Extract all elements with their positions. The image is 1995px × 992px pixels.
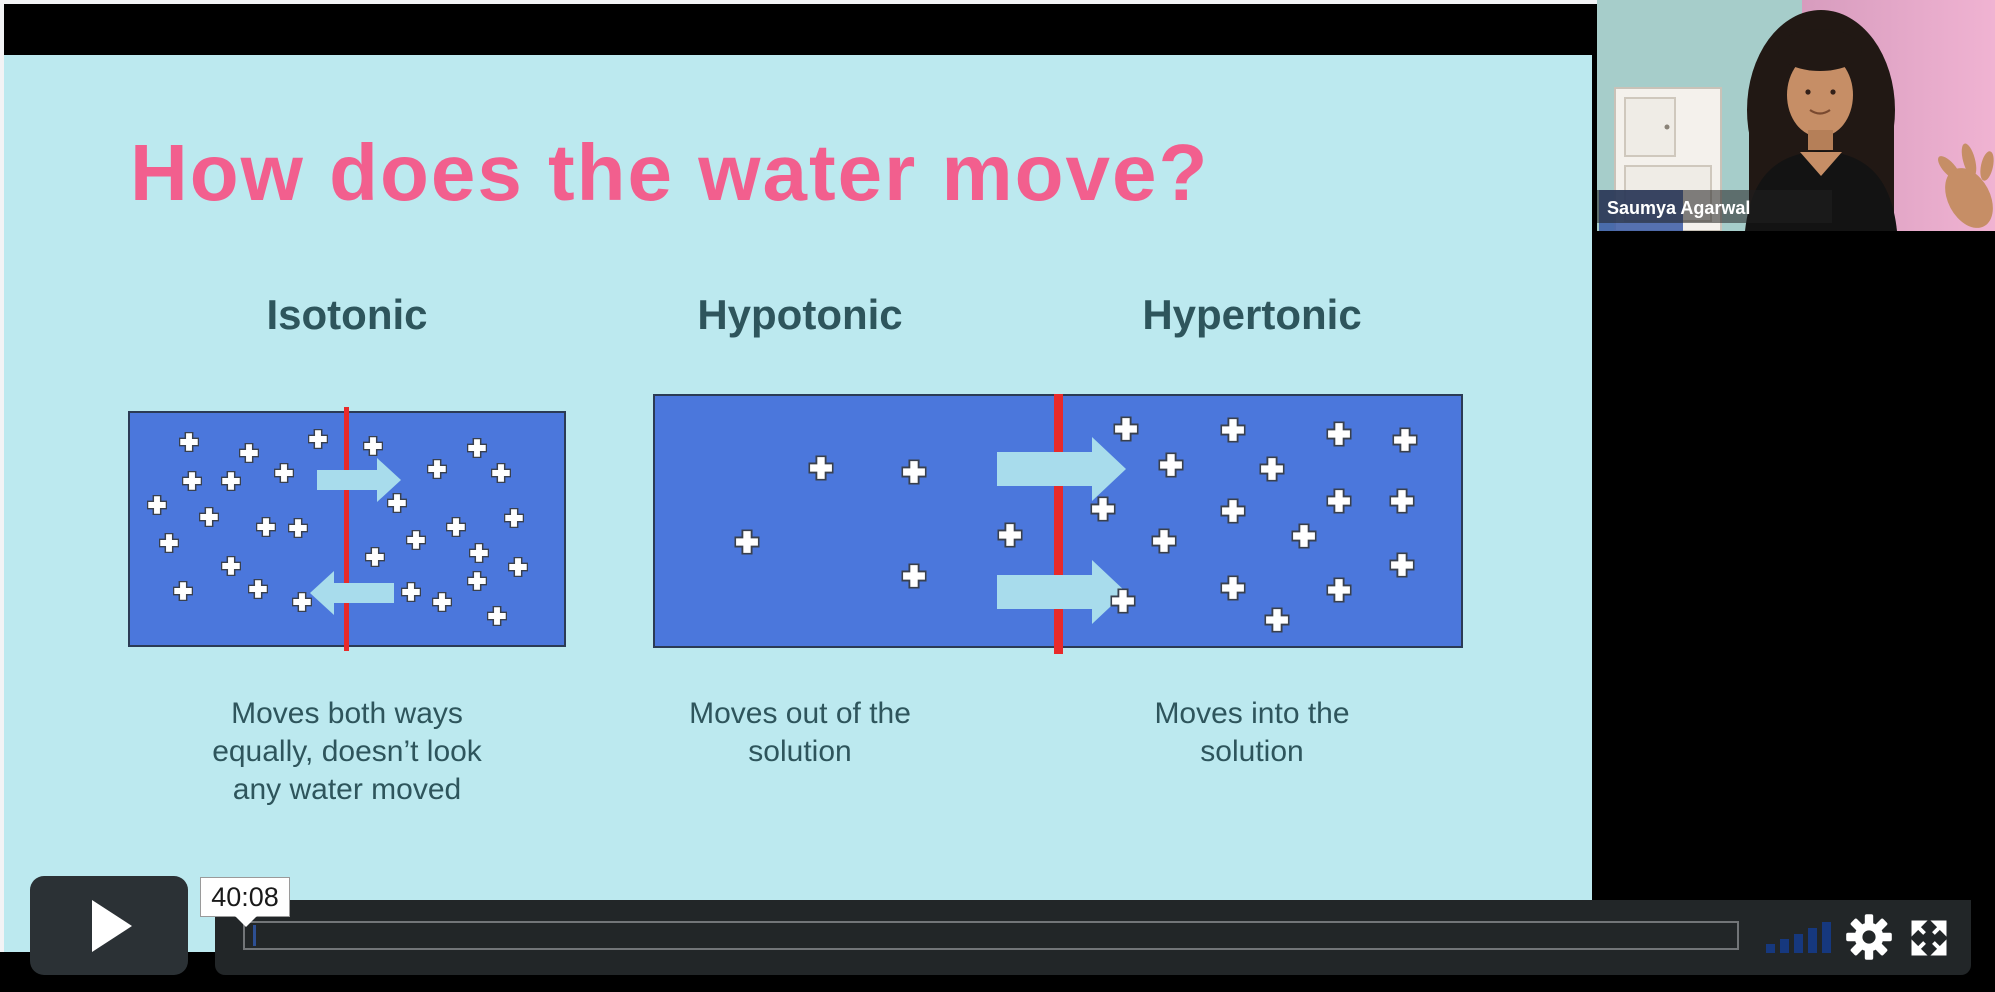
solute-particle [1090, 496, 1116, 523]
frame-border-top [0, 0, 1597, 4]
time-tooltip: 40:08 [200, 877, 290, 927]
volume-button[interactable] [1766, 921, 1831, 953]
solute-particle [387, 493, 408, 514]
column-heading-hypertonic: Hypertonic [1142, 291, 1362, 338]
solute-particle [468, 542, 490, 563]
solute-particle [1291, 522, 1317, 549]
solute-particle [900, 563, 927, 589]
water-flow-arrow [334, 583, 394, 603]
frame-border-left [0, 0, 4, 952]
water-flow-arrowhead [310, 571, 334, 615]
solute-particle [181, 470, 202, 491]
time-tooltip-label: 40:08 [211, 881, 279, 912]
solute-particle [734, 528, 760, 555]
solute-particle [1150, 527, 1177, 554]
solute-particle [1220, 575, 1246, 601]
solute-particle [490, 462, 511, 484]
fullscreen-button[interactable] [1909, 918, 1949, 958]
solute-particle [1158, 452, 1184, 478]
caption-isotonic: Moves both ways equally, doesn’t look an… [212, 697, 482, 806]
solute-particle [1389, 552, 1415, 579]
solute-particle [1389, 488, 1415, 515]
caption-hypotonic: Moves out of the solution [689, 697, 911, 768]
volume-bar [1780, 939, 1789, 953]
diagram-isotonic [128, 407, 566, 651]
slide-canvas: How does the water move? Isotonic Hypoto… [4, 55, 1592, 952]
play-icon [92, 899, 132, 952]
solute-particle [466, 570, 487, 592]
name-badge: Saumya Agarwal [1597, 190, 1832, 223]
water-flow-arrowhead [1092, 437, 1126, 501]
column-heading-hypotonic: Hypotonic [697, 291, 903, 338]
solute-particle [486, 605, 507, 626]
solute-particle [220, 556, 242, 577]
solute-particle [900, 458, 927, 485]
volume-bar [1766, 944, 1775, 953]
solute-particle [364, 546, 385, 567]
solute-particle [1326, 577, 1353, 603]
control-bar [215, 900, 1971, 975]
solute-particle [997, 521, 1024, 548]
solute-particle [445, 516, 467, 538]
solute-particle [503, 507, 524, 529]
fullscreen-icon [1911, 920, 1947, 956]
play-button[interactable] [30, 876, 188, 975]
solute-particle [292, 591, 313, 613]
volume-bar [1794, 934, 1803, 953]
slide-title: How does the water move? [130, 128, 1210, 217]
gear-icon [1846, 914, 1892, 960]
solute-particle [247, 578, 269, 600]
playhead[interactable] [253, 925, 256, 946]
solute-particle [508, 557, 529, 578]
solute-particle [1258, 455, 1285, 482]
water-flow-arrow [317, 470, 377, 490]
column-heading-isotonic: Isotonic [266, 291, 428, 338]
solute-particle [1220, 416, 1246, 443]
solute-particle [1220, 498, 1246, 525]
water-flow-arrow [997, 575, 1092, 609]
solute-particle [1112, 415, 1139, 442]
solute-particle [238, 443, 260, 464]
presenter-name-label: Saumya Agarwal [1607, 198, 1750, 218]
diagram-hypo-hyper [653, 394, 1463, 654]
solute-particle [159, 532, 180, 553]
solute-particle [146, 495, 168, 516]
solute-particle [255, 516, 277, 538]
solute-particle [199, 506, 220, 528]
solute-particle [173, 580, 194, 602]
webcam-overlay: Saumya Agarwal [1597, 0, 1995, 231]
progress-bar[interactable] [243, 921, 1739, 950]
solute-particle [427, 458, 448, 480]
water-flow-arrow [997, 452, 1092, 486]
presenter-hand [1938, 143, 1994, 228]
solute-particle [1110, 587, 1137, 614]
solute-particle [1326, 420, 1353, 447]
solute-particle [308, 429, 329, 450]
solute-particle [220, 470, 242, 491]
volume-bar [1822, 922, 1831, 953]
solute-particle [406, 529, 427, 551]
solute-particle [1326, 488, 1353, 515]
solute-particle [401, 581, 422, 603]
solute-particle [273, 462, 294, 484]
solute-particle [1264, 606, 1290, 633]
solute-particle [808, 454, 834, 481]
solute-particle [1391, 427, 1418, 454]
volume-bar [1808, 928, 1817, 953]
solute-particle [466, 438, 487, 459]
solute-particle [431, 591, 453, 613]
solute-particle [362, 436, 383, 457]
solute-particle [288, 517, 309, 539]
membrane-line [344, 407, 349, 651]
solute-particle [179, 431, 200, 452]
settings-button[interactable] [1845, 913, 1893, 961]
caption-hypertonic: Moves into the solution [1154, 697, 1350, 768]
membrane-line [1054, 394, 1063, 654]
